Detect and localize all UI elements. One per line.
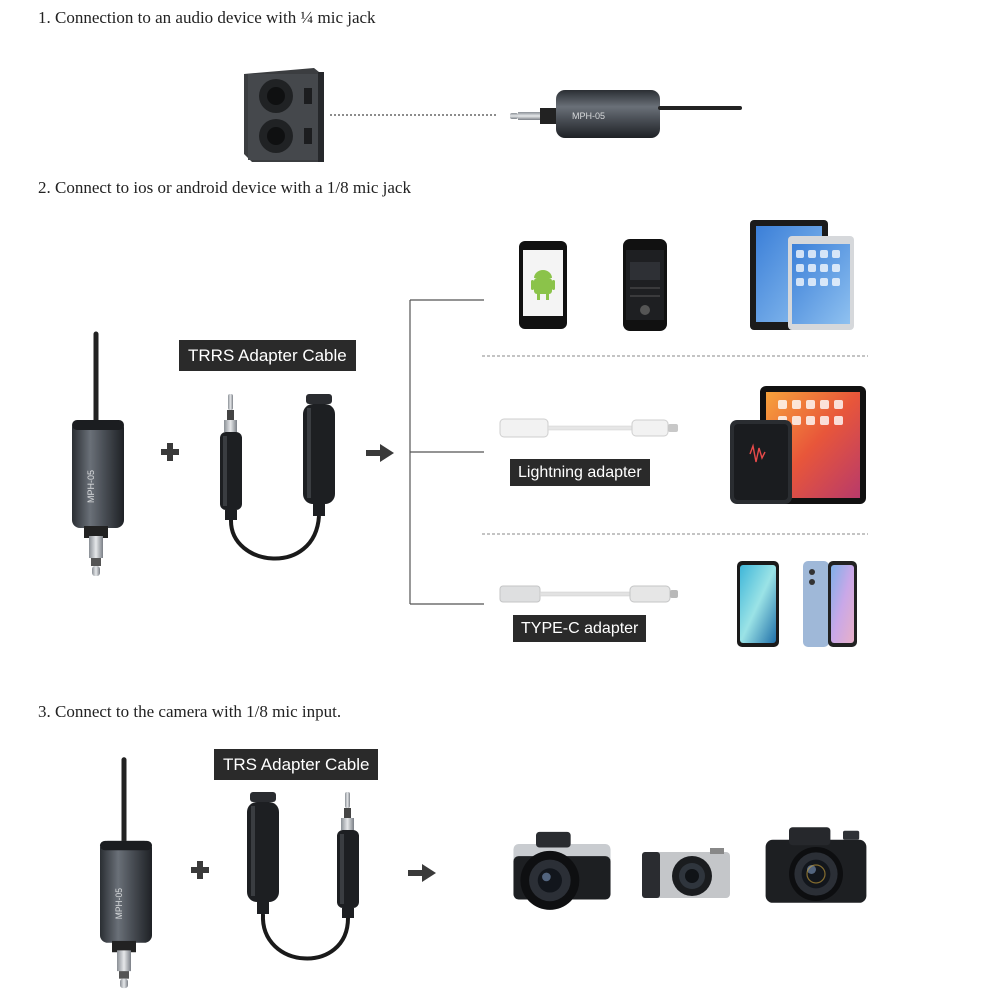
trs-adapter-cable-icon <box>240 790 370 980</box>
lightning-adapter-label: Lightning adapter <box>510 459 650 486</box>
connection-dotted-line <box>330 114 498 116</box>
transmitter-icon: MPH-05 <box>510 90 742 138</box>
trrs-cable-label: TRRS Adapter Cable <box>179 340 356 371</box>
camera-icon <box>642 848 730 898</box>
section-2-heading: 2. Connect to ios or android device with… <box>38 178 411 197</box>
iphone-icon <box>623 239 667 331</box>
android-phone-icon <box>519 241 567 329</box>
typec-adapter-label: TYPE-C adapter <box>513 615 647 642</box>
branch-dividers <box>482 355 868 535</box>
ipad-icon <box>750 220 854 330</box>
branch-bracket <box>409 299 484 605</box>
transmitter-icon <box>96 754 156 990</box>
svg-text:MPH-05: MPH-05 <box>572 111 605 121</box>
section-1-heading: 1. Connection to an audio device with ¼ … <box>38 8 376 27</box>
lightning-adapter-icon <box>499 418 678 438</box>
plus-icon <box>160 442 180 462</box>
ipad-icon <box>730 386 866 504</box>
plus-icon <box>190 860 210 880</box>
transmitter-icon <box>68 328 128 578</box>
arrow-right-icon <box>366 444 394 462</box>
trs-cable-label: TRS Adapter Cable <box>214 749 379 780</box>
camera-icon <box>762 816 870 914</box>
android-phone-icon <box>737 561 779 647</box>
typec-adapter-icon <box>499 585 678 603</box>
arrow-right-icon <box>408 864 436 882</box>
section-3-heading: 3. Connect to the camera with 1/8 mic in… <box>38 702 342 721</box>
camera-icon <box>513 831 611 910</box>
android-phone-icon <box>803 561 857 647</box>
trrs-adapter-cable-icon <box>210 392 340 582</box>
speaker-icon <box>244 68 324 162</box>
